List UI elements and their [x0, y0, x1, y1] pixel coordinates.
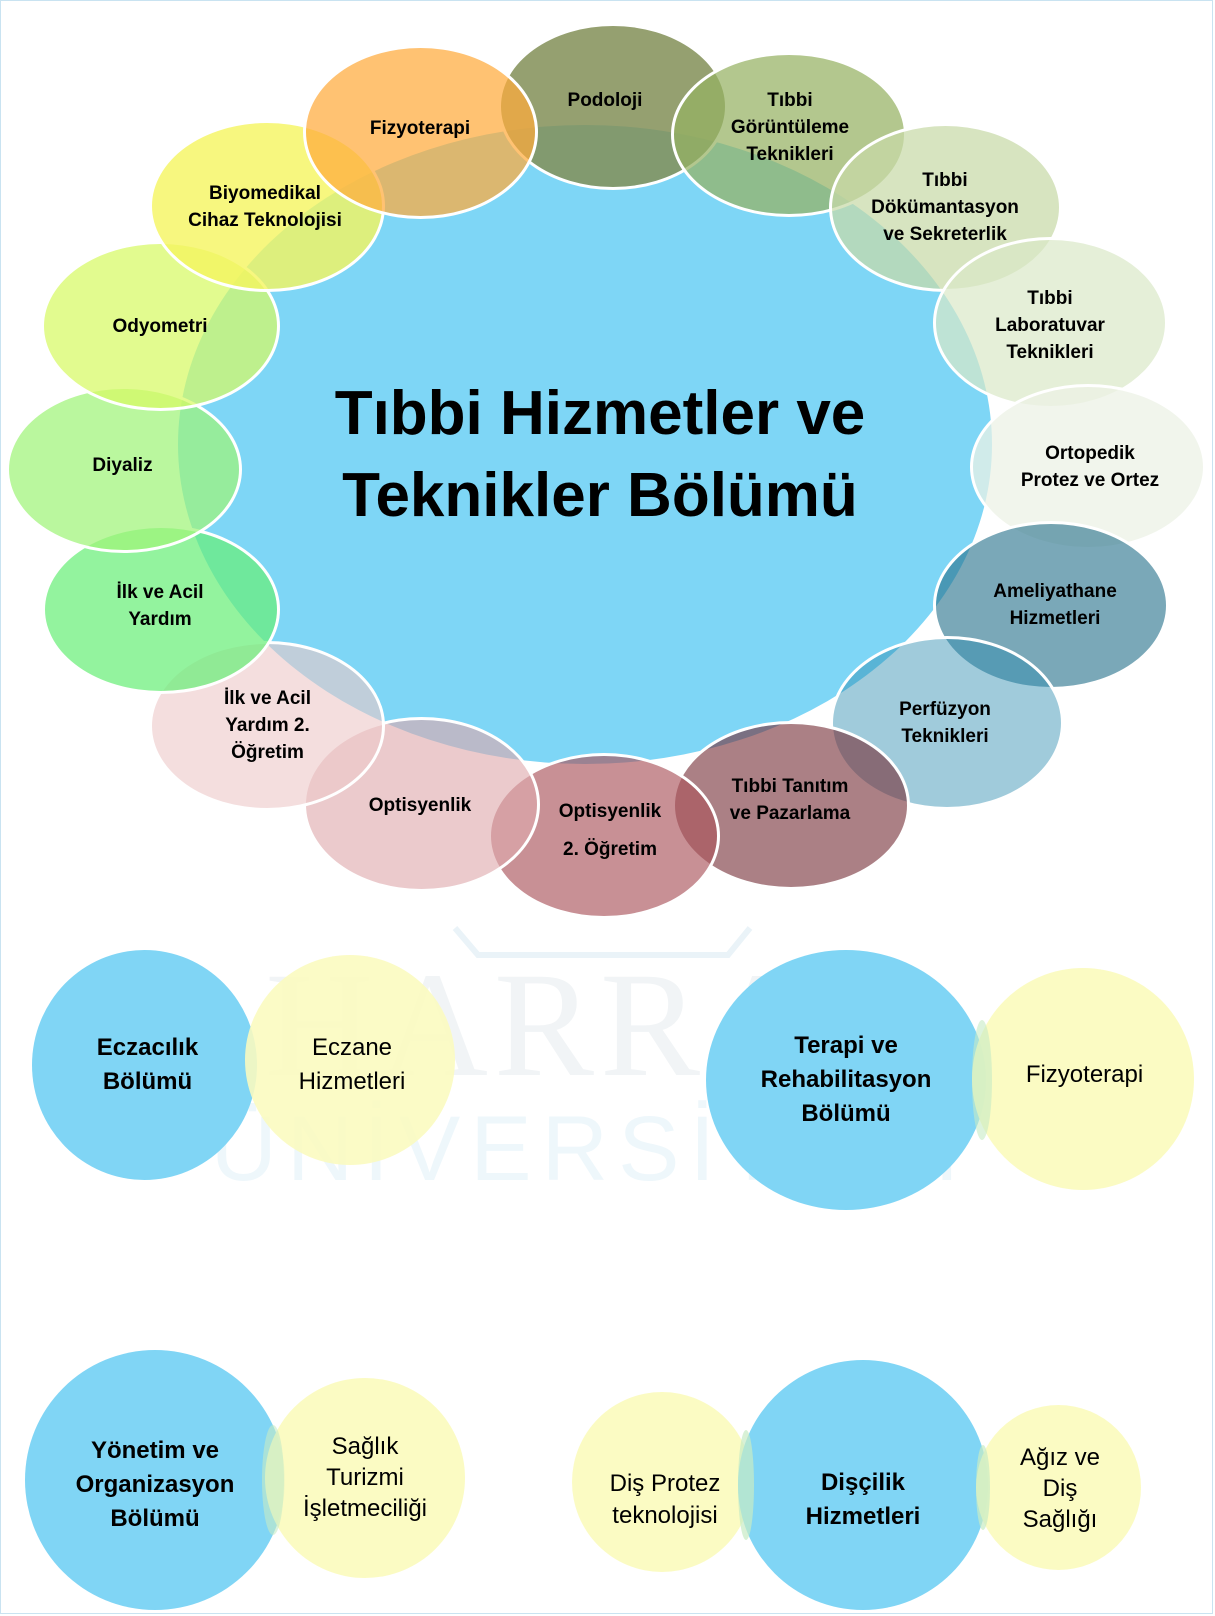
- ring-circle-ortopedik: [970, 384, 1206, 550]
- yonetim-dept-circle: [25, 1350, 285, 1610]
- eczacilik-program-circle: [245, 955, 455, 1165]
- terapi-program-circle: [972, 968, 1194, 1190]
- ring-label-laboratuvar: Tıbbi Laboratuvar Teknikleri: [995, 287, 1105, 363]
- terapi-overlap: [972, 1020, 992, 1140]
- ring-circle-laboratuvar: [933, 237, 1168, 409]
- discilik-overlap-left: [738, 1430, 754, 1540]
- discilik-program-right-label: Ağız ve Diş Sağlığı: [1019, 1443, 1101, 1533]
- discilik-dept-label: Dişçilik Hizmetleri: [805, 1469, 921, 1530]
- discilik-program-left-circle: [572, 1392, 752, 1572]
- discilik-overlap-right: [976, 1445, 990, 1530]
- ring-label-fizyoterapi: Fizyoterapi: [369, 117, 471, 139]
- eczacilik-program-label: Eczane Hizmetleri: [298, 1034, 406, 1095]
- ring-label-perfuzyon: Perfüzyon Teknikleri: [899, 699, 991, 747]
- ring-label-optisyenlik-2: Optisyenlik 2. Öğretim: [558, 801, 662, 860]
- terapi-dept-circle: [706, 950, 986, 1210]
- eczacilik-dept-label: Eczacılık Bölümü: [96, 1034, 199, 1095]
- discilik-dept-circle: [738, 1360, 988, 1610]
- ring-label-dokumantasyon: Tıbbi Dökümantasyon ve Sekreterlik: [871, 169, 1019, 245]
- ring-circle-fizyoterapi: [303, 45, 538, 219]
- ring-label-odyometri: Odyometri: [112, 315, 208, 337]
- ring-label-optisyenlik: Optisyenlik: [368, 794, 472, 816]
- ring-label-ortopedik: Ortopedik Protez ve Ortez: [1020, 443, 1160, 491]
- yonetim-program-circle: [265, 1378, 465, 1578]
- ring-label-podoloji: Podoloji: [567, 89, 643, 111]
- ring-label-ameliyathane: Ameliyathane Hizmetleri: [993, 581, 1117, 629]
- ring-circle-diyaliz: [6, 386, 242, 553]
- eczacilik-dept-circle: [32, 950, 257, 1180]
- yonetim-overlap: [262, 1425, 284, 1535]
- discilik-program-right-circle: [976, 1405, 1141, 1570]
- watermark-bowl-icon: [452, 926, 753, 958]
- ring-label-goruntuleme: Tıbbi Görüntüleme Teknikleri: [730, 89, 850, 165]
- terapi-program-label: Fizyoterapi: [1025, 1061, 1144, 1088]
- ring-label-biyomedikal: Biyomedikal Cihaz Teknolojisi: [188, 183, 342, 231]
- ring-label-tanitim: Tıbbi Tanıtım ve Pazarlama: [729, 776, 851, 824]
- yonetim-program-label: Sağlık Turizmi İşletmeciliği: [302, 1433, 428, 1522]
- ring-label-diyaliz: Diyaliz: [92, 454, 153, 476]
- ring-circle-ilk-acil: [42, 525, 280, 694]
- ring-label-ilk-acil: İlk ve Acil Yardım: [116, 582, 204, 630]
- yonetim-dept-label: Yönetim ve Organizasyon Bölümü: [75, 1437, 235, 1532]
- central-title: Tıbbi Hizmetler ve Teknikler Bölümü: [334, 379, 866, 530]
- terapi-dept-label: Terapi ve Rehabilitasyon Bölümü: [760, 1032, 932, 1127]
- discilik-program-left-label: Diş Protez teknolojisi: [609, 1470, 721, 1529]
- ring-label-ilk-acil-2: İlk ve Acil Yardım 2. Öğretim: [224, 687, 311, 763]
